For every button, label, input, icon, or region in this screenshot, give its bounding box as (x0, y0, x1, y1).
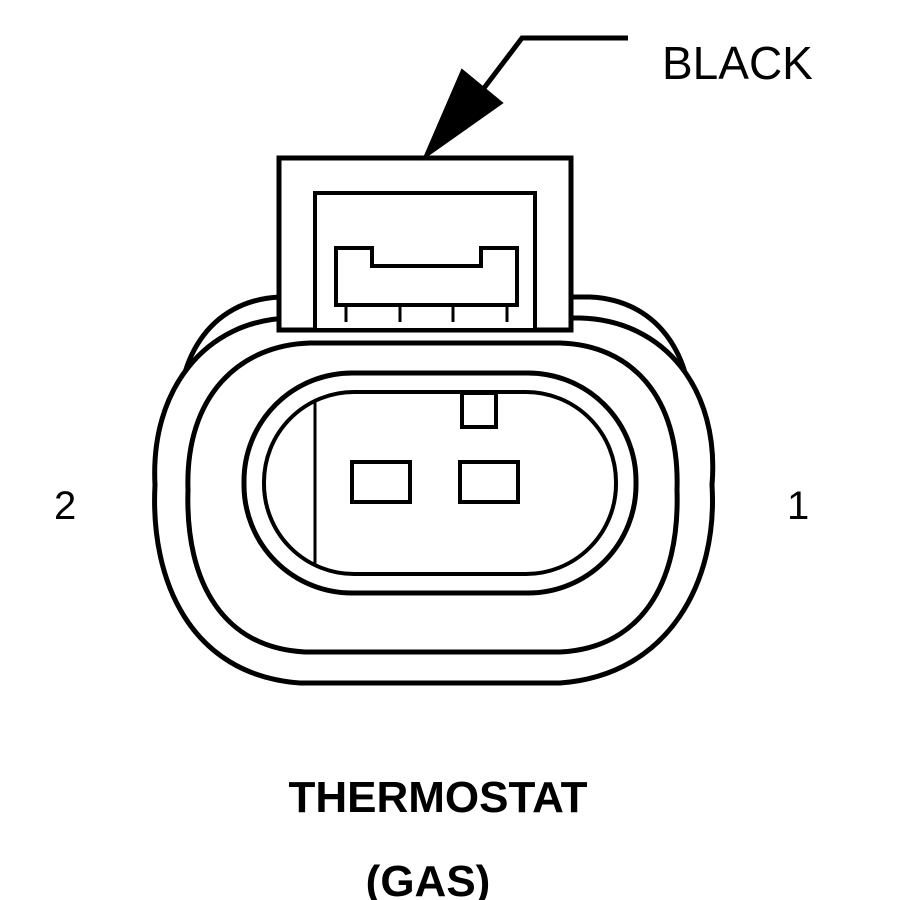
diagram-subtitle: (GAS) (366, 857, 491, 900)
pin-label-right: 1 (787, 484, 809, 528)
leader-line (476, 35, 628, 98)
leader-arrowhead (421, 68, 504, 161)
lock-latch-ribs (336, 303, 517, 322)
terminal-pin-1 (458, 460, 520, 504)
lock-tab-housing (276, 155, 574, 333)
pin-label-left: 2 (54, 484, 76, 528)
diagram-title: THERMOSTAT (289, 773, 588, 822)
color-callout-label: BLACK (662, 37, 813, 89)
terminal-cavity (241, 370, 639, 596)
terminal-pin-2 (350, 460, 412, 504)
callout-leader (421, 35, 628, 161)
polarizing-key (460, 391, 498, 429)
lock-latch (334, 246, 519, 307)
cavity-inner (262, 390, 618, 576)
